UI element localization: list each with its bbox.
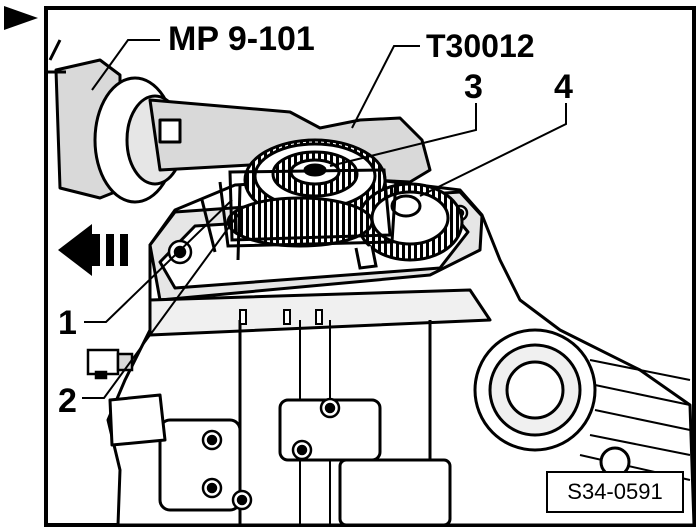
retaining-frame <box>200 168 398 270</box>
arrow-right-icon <box>4 6 38 30</box>
label-tool-mp-9-101: MP 9-101 <box>168 20 315 58</box>
label-tool-t30012: T30012 <box>426 28 535 64</box>
leader-lines <box>82 39 567 399</box>
label-part-2: 2 <box>58 382 77 420</box>
label-part-1: 1 <box>58 304 77 342</box>
locating-pins <box>239 309 323 325</box>
sensor-connector <box>86 348 134 380</box>
figure-id: S34-0591 <box>567 479 663 504</box>
label-part-4: 4 <box>554 68 573 106</box>
double-left-arrow-icon <box>58 224 146 276</box>
differential-housing <box>473 328 691 481</box>
label-part-3: 3 <box>464 68 483 106</box>
figure-id-box: S34-0591 <box>546 471 684 513</box>
lower-gears <box>226 196 374 248</box>
